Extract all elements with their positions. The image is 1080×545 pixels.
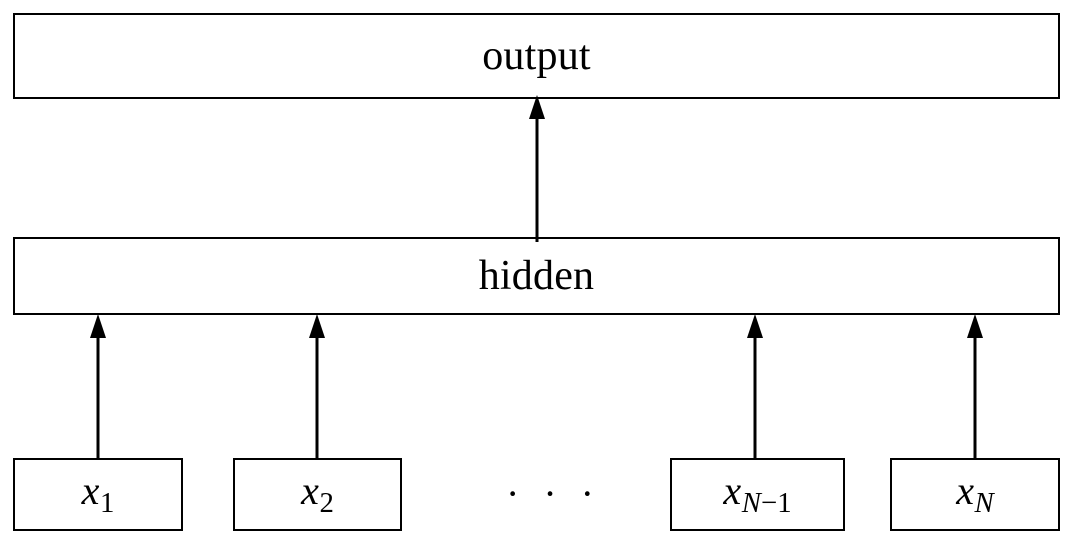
- input-base-x2: x: [301, 468, 319, 514]
- arrow-xn1-to-hidden: [747, 314, 763, 463]
- input-subscript-var-xn-minus-1: N: [741, 487, 761, 520]
- input-node-x1: x1: [13, 458, 183, 531]
- arrow-x2-to-hidden: [309, 314, 325, 463]
- input-label-x2: x2: [301, 471, 334, 518]
- input-label-xn: xN: [956, 471, 994, 518]
- input-label-x1: x1: [82, 471, 115, 518]
- input-subscript-offset-xn-minus-1: −1: [760, 487, 792, 520]
- input-subscript-x1: 1: [99, 487, 115, 520]
- input-subscript-x2: 2: [319, 487, 334, 520]
- hidden-layer-label: hidden: [478, 253, 595, 299]
- input-subscript-xn: N: [974, 487, 994, 520]
- output-layer-label: output: [482, 33, 591, 79]
- ellipsis-dots: · · ·: [506, 474, 594, 514]
- arrow-x1-to-hidden: [90, 314, 106, 463]
- input-base-xn-minus-1: x: [723, 468, 742, 514]
- input-node-xn-minus-1: xN−1: [670, 458, 845, 531]
- arrow-xn-to-hidden: [967, 314, 983, 463]
- arrow-hidden-to-output: [529, 95, 545, 242]
- ellipsis-text: · · ·: [506, 471, 601, 516]
- input-node-x2: x2: [233, 458, 402, 531]
- input-node-xn: xN: [890, 458, 1060, 531]
- input-label-xn-minus-1: xN−1: [723, 471, 791, 518]
- hidden-layer-box: hidden: [13, 237, 1060, 315]
- output-layer-box: output: [13, 13, 1060, 99]
- input-base-xn: x: [956, 468, 974, 514]
- input-base-x1: x: [81, 468, 100, 514]
